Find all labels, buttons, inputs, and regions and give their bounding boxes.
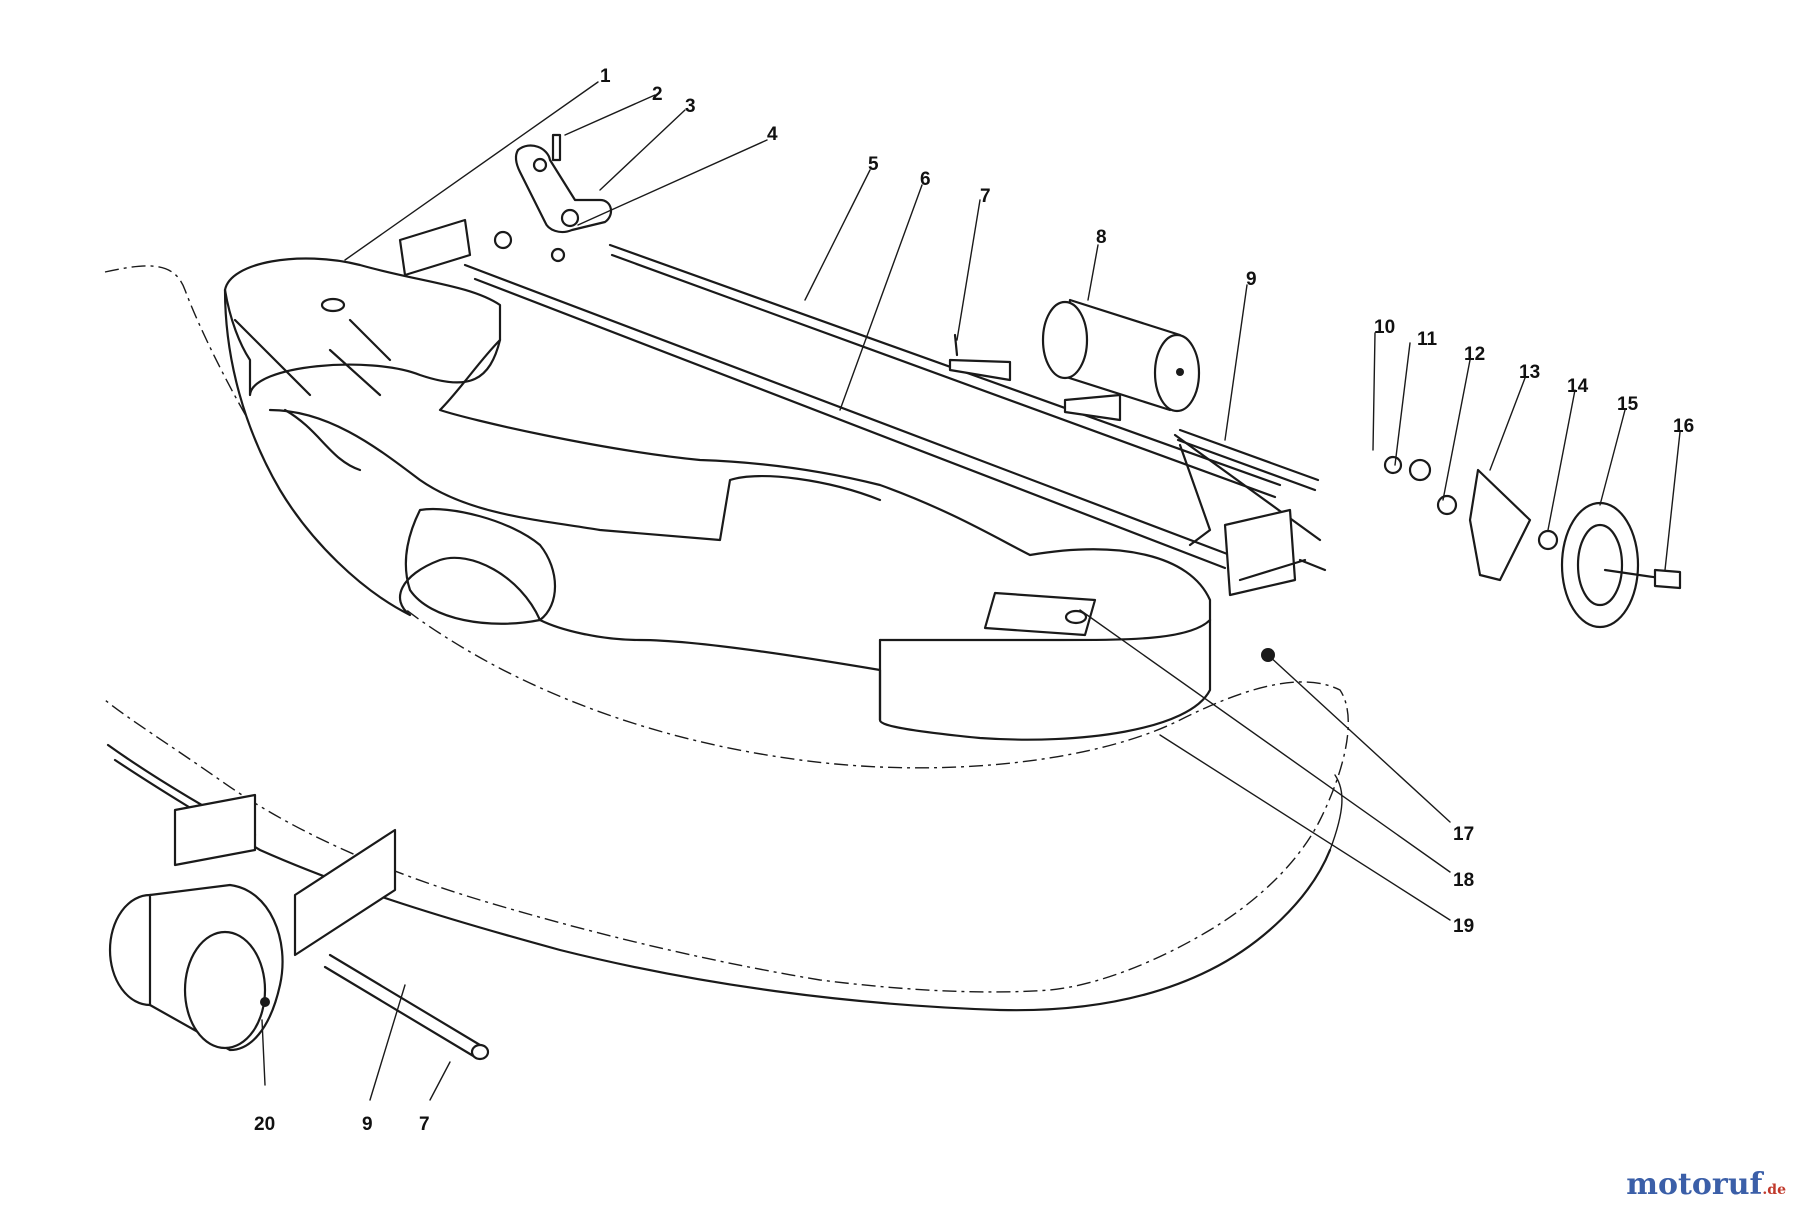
- front-rollers: [108, 793, 490, 1061]
- axle-9: [1176, 428, 1320, 492]
- callout-3: 3: [685, 96, 696, 117]
- callout-9b: 9: [362, 1114, 373, 1135]
- callout-7: 7: [980, 186, 991, 207]
- callout-7b: 7: [419, 1114, 430, 1135]
- hanger-brackets: [948, 333, 1122, 422]
- watermark-brand: motoruf: [1626, 1167, 1763, 1202]
- callout-12: 12: [1464, 344, 1485, 365]
- callout-13: 13: [1519, 362, 1540, 383]
- callout-5: 5: [868, 154, 879, 175]
- callout-16: 16: [1673, 416, 1694, 437]
- callout-2: 2: [652, 84, 663, 105]
- callout-15: 15: [1617, 394, 1639, 415]
- wheel-assembly: [1261, 455, 1682, 662]
- rods: [463, 243, 1322, 570]
- callout-20: 20: [254, 1114, 275, 1135]
- callout-8: 8: [1096, 227, 1107, 248]
- belt-cover: [223, 257, 1212, 741]
- pivot-bracket: [514, 133, 613, 263]
- callout-14: 14: [1567, 376, 1589, 397]
- callout-11: 11: [1417, 329, 1438, 350]
- callout-4: 4: [767, 124, 778, 145]
- callout-19: 19: [1453, 916, 1474, 937]
- motoruf-watermark: motoruf.de: [1626, 1167, 1786, 1202]
- roller-8: [1041, 298, 1201, 413]
- leader-lines: [261, 81, 1681, 1101]
- callout-18: 18: [1453, 870, 1474, 891]
- callout-17: 17: [1453, 824, 1474, 845]
- brackets: [398, 218, 1327, 597]
- callout-1: 1: [600, 66, 611, 87]
- callout-10: 10: [1374, 317, 1395, 338]
- callout-6: 6: [920, 169, 931, 190]
- callout-labels: 1 2 3 4 5 6 7 8 9 10 11 12 13 14 15 16 1…: [254, 66, 1694, 1135]
- callout-9: 9: [1246, 269, 1257, 290]
- watermark-tld: .de: [1762, 1182, 1786, 1198]
